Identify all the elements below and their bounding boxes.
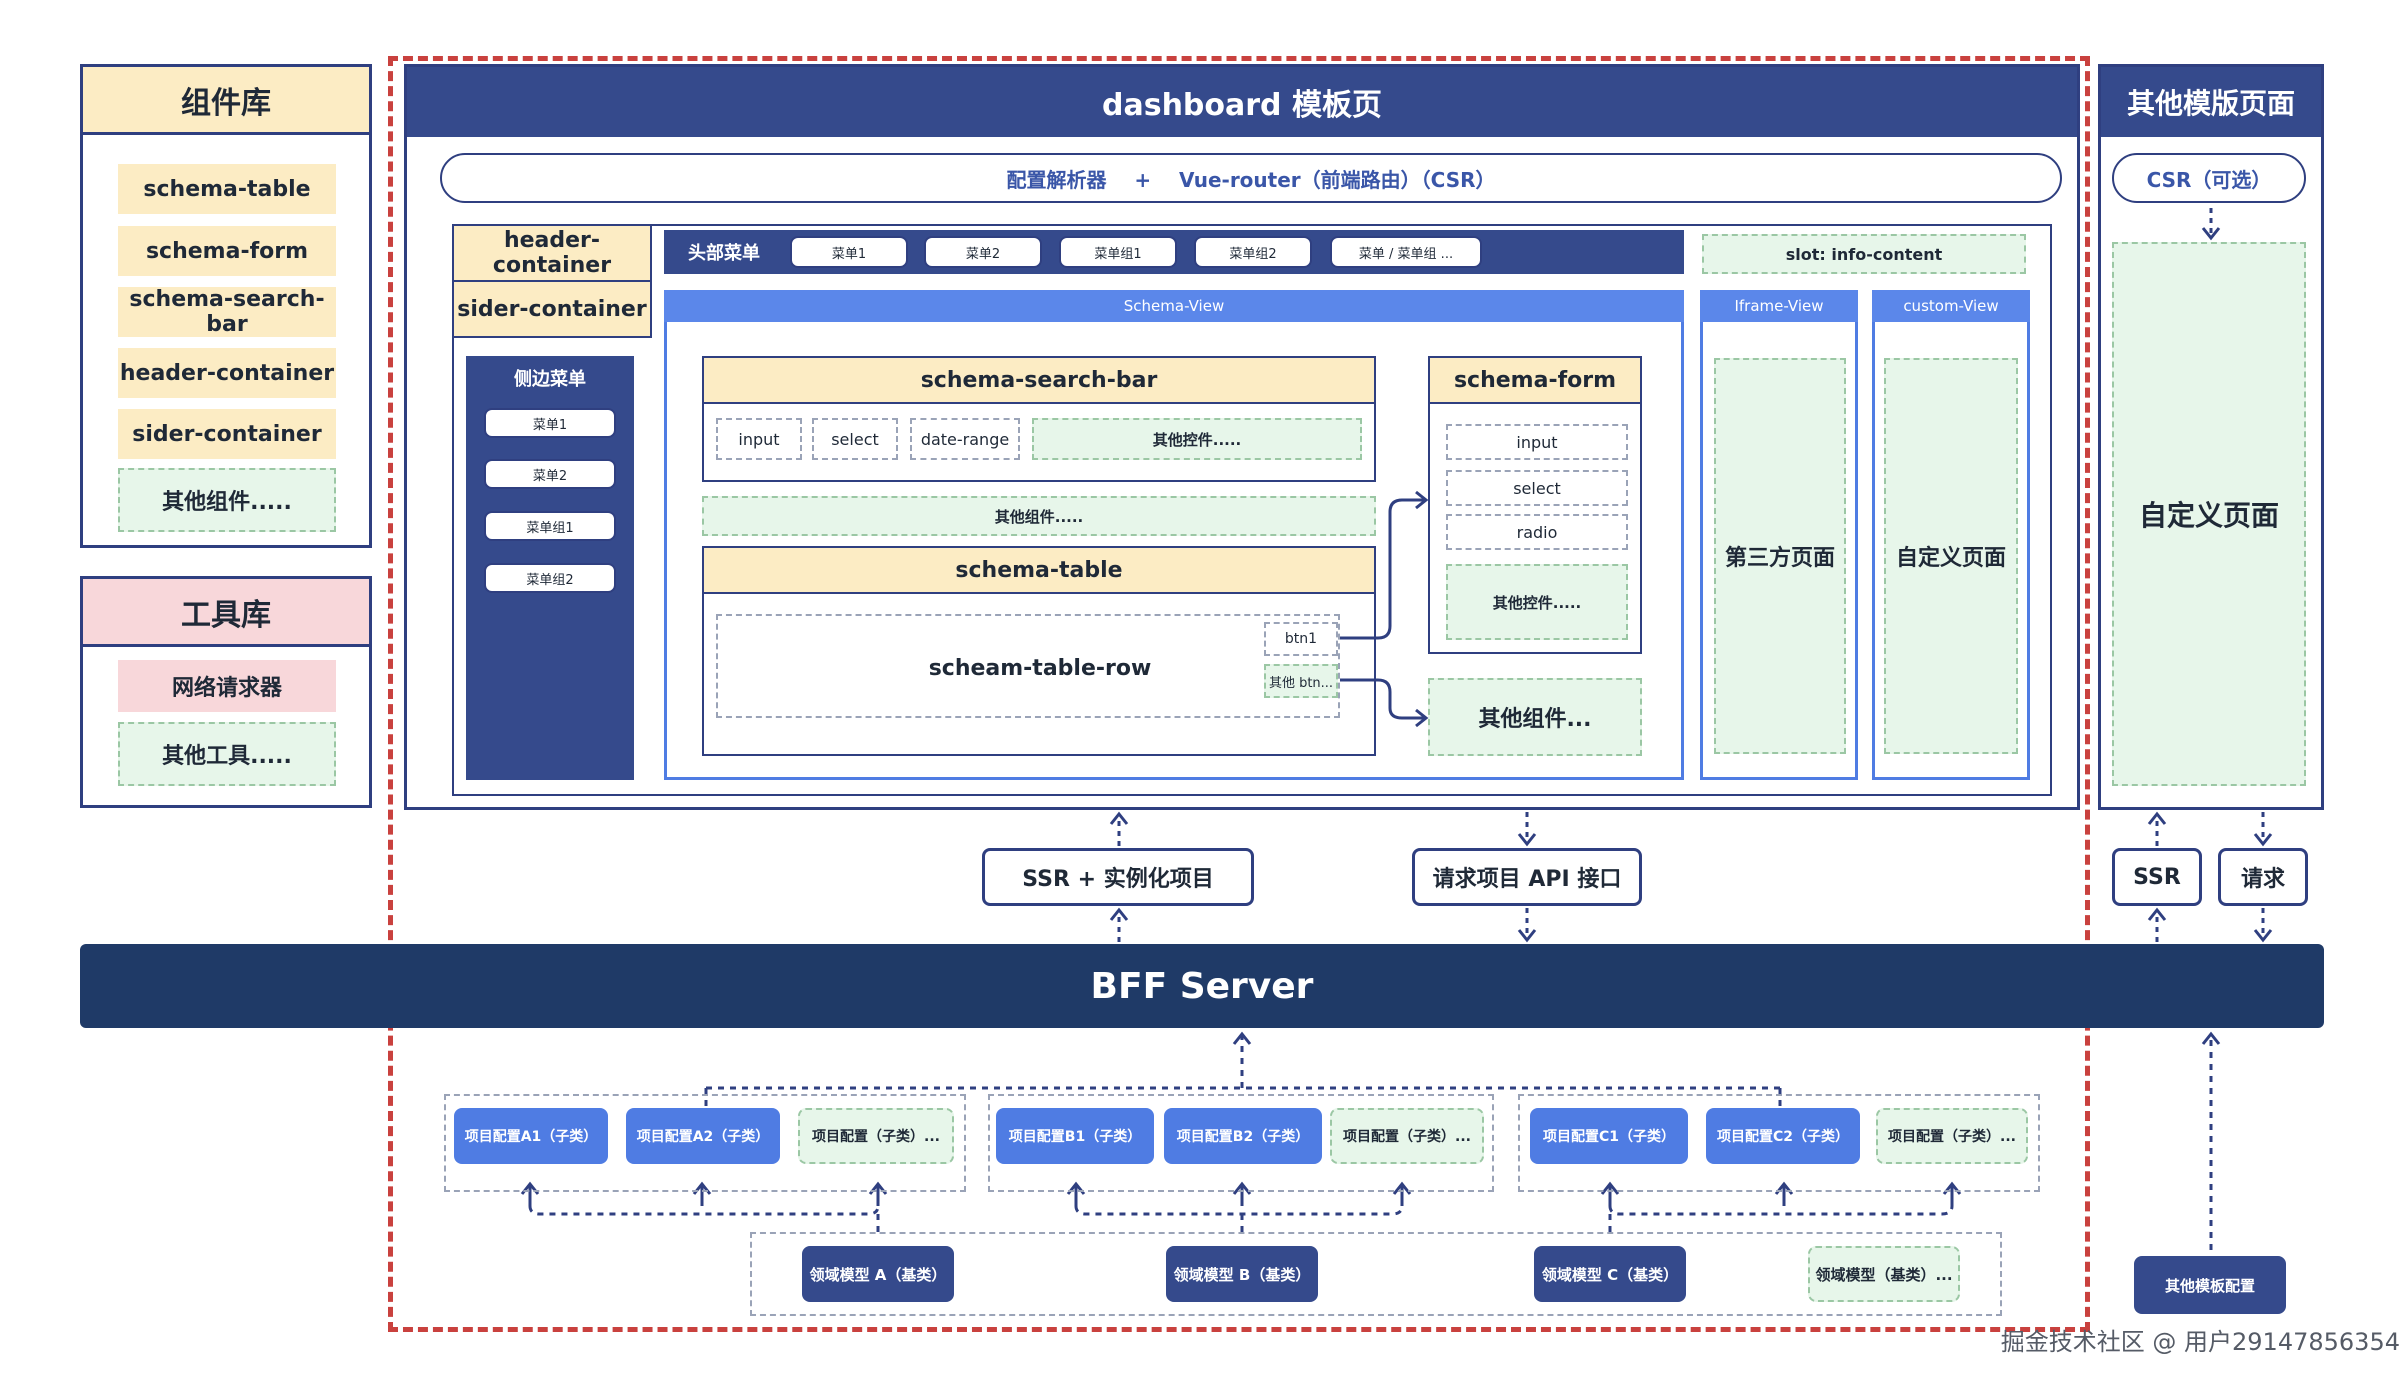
bff-server-bar: BFF Server <box>80 944 2324 1028</box>
layout-frame <box>452 224 2052 796</box>
ssr-instance-box: SSR + 实例化项目 <box>982 848 1254 906</box>
head-menu-item-2[interactable]: 菜单2 <box>924 236 1042 268</box>
request-box-right: 请求 <box>2218 848 2308 906</box>
project-config-b2: 项目配置B2（子类） <box>1164 1108 1322 1164</box>
form-field-input: input <box>1446 424 1628 460</box>
ssr-right-up-arrow-bottom <box>2147 907 2167 942</box>
schema-search-bar-title: schema-search-bar <box>704 358 1374 404</box>
csr-optional: CSR（可选） <box>2112 153 2306 203</box>
tool-item-other: 其他工具..... <box>118 722 336 786</box>
header-container-label: header-container <box>454 226 652 282</box>
ssr-up-arrow-bottom <box>1109 907 1129 942</box>
head-menu-group-2[interactable]: 菜单组2 <box>1194 236 1312 268</box>
project-config-c1: 项目配置C1（子类） <box>1530 1108 1688 1164</box>
project-group-a-frame <box>444 1094 966 1192</box>
form-field-radio: radio <box>1446 514 1628 550</box>
side-menu-group-2[interactable]: 菜单组2 <box>484 563 616 593</box>
lib-item-header-container: header-container <box>118 348 336 398</box>
api-request-box: 请求项目 API 接口 <box>1412 848 1642 906</box>
ssr-right-up-arrow-top <box>2147 811 2167 846</box>
table-btn1[interactable]: btn1 <box>1264 622 1338 656</box>
table-to-form-arrows <box>1340 490 1429 728</box>
other-template-config: 其他模板配置 <box>2134 1256 2286 1314</box>
form-field-select: select <box>1446 470 1628 506</box>
ssr-up-arrow-top <box>1109 811 1129 846</box>
schema-table-title: schema-table <box>704 548 1374 594</box>
ssr-box-right: SSR <box>2112 848 2202 906</box>
slot-info-content: slot: info-content <box>1702 234 2026 274</box>
custom-view-title: custom-View <box>1872 290 2030 322</box>
head-menu-item-1[interactable]: 菜单1 <box>790 236 908 268</box>
search-control-input: input <box>716 418 802 460</box>
search-control-other: 其他控件..... <box>1032 418 1362 460</box>
project-group-c-frame <box>1518 1094 2040 1192</box>
tool-library-title: 工具库 <box>83 579 369 647</box>
request-down-arrow-bottom <box>2253 908 2273 943</box>
side-menu-item-1[interactable]: 菜单1 <box>484 408 616 438</box>
schema-table-row-box <box>716 614 1340 718</box>
domain-model-c: 领域模型 C（基类） <box>1534 1246 1686 1302</box>
schema-view-title: Schema-View <box>664 290 1684 322</box>
project-config-c2: 项目配置C2（子类） <box>1706 1108 1860 1164</box>
request-down-arrow-top <box>2253 812 2273 847</box>
watermark: 掘金技术社区 @ 用户29147856354 <box>2000 1328 2400 1356</box>
project-config-c-more: 项目配置（子类）... <box>1876 1108 2028 1164</box>
lib-item-schema-table: schema-table <box>118 164 336 214</box>
domain-model-a: 领域模型 A（基类） <box>802 1246 954 1302</box>
other-custom-page: 自定义页面 <box>2112 242 2306 786</box>
search-control-select: select <box>812 418 898 460</box>
project-config-a1: 项目配置A1（子类） <box>454 1108 608 1164</box>
lib-item-other: 其他组件..... <box>118 468 336 532</box>
form-field-other: 其他控件..... <box>1446 564 1628 640</box>
other-template-title: 其他模版页面 <box>2101 67 2321 137</box>
domain-models-frame <box>750 1232 2002 1316</box>
other-components-right: 其他组件... <box>1428 678 1642 756</box>
schema-form-title: schema-form <box>1430 358 1640 404</box>
tool-library-panel <box>80 576 372 808</box>
project-config-a-more: 项目配置（子类）... <box>798 1108 954 1164</box>
lib-item-schema-form: schema-form <box>118 226 336 276</box>
other-template-panel <box>2098 64 2324 810</box>
custom-page: 自定义页面 <box>1884 358 2018 754</box>
api-down-arrow-top <box>1517 812 1537 847</box>
config-parser-bar: 配置解析器 + Vue-router（前端路由）（CSR） <box>440 153 2062 203</box>
side-menu-group-1[interactable]: 菜单组1 <box>484 511 616 541</box>
lib-item-sider-container: sider-container <box>118 409 336 459</box>
dashboard-panel <box>404 64 2080 810</box>
iframe-view-title: Iframe-View <box>1700 290 1858 322</box>
config-parser-text: 配置解析器 + Vue-router（前端路由）（CSR） <box>1006 167 1496 192</box>
component-library-panel <box>80 64 372 548</box>
schema-table-row-label: scheam-table-row <box>928 655 1152 681</box>
search-control-date-range: date-range <box>910 418 1020 460</box>
project-config-b-more: 项目配置（子类）... <box>1330 1108 1484 1164</box>
domain-model-b: 领域模型 B（基类） <box>1166 1246 1318 1302</box>
dashboard-title: dashboard 模板页 <box>407 67 2077 137</box>
side-menu-title: 侧边菜单 <box>514 369 586 390</box>
api-down-arrow-bottom <box>1517 908 1537 943</box>
project-config-a2: 项目配置A2（子类） <box>626 1108 780 1164</box>
dashboard-scope-frame <box>388 56 2090 1332</box>
other-components-mid: 其他组件..... <box>702 496 1376 536</box>
lib-item-schema-search-bar: schema-search-bar <box>118 287 336 337</box>
tool-item-network: 网络请求器 <box>118 660 336 712</box>
head-menu-item-more[interactable]: 菜单 / 菜单组 ... <box>1330 236 1482 268</box>
head-menu-group-1[interactable]: 菜单组1 <box>1059 236 1177 268</box>
other-config-up-arrow <box>2201 1031 2221 1250</box>
third-party-page: 第三方页面 <box>1714 358 1846 754</box>
head-menu-title: 头部菜单 <box>688 243 760 264</box>
component-library-title: 组件库 <box>83 67 369 135</box>
side-menu-item-2[interactable]: 菜单2 <box>484 459 616 489</box>
csr-down-arrow <box>2201 208 2221 241</box>
domain-model-more: 领域模型（基类）... <box>1808 1246 1960 1302</box>
project-group-b-frame <box>988 1094 1494 1192</box>
sider-container-label: sider-container <box>454 282 652 338</box>
table-btn-other[interactable]: 其他 btn... <box>1264 664 1338 698</box>
project-config-b1: 项目配置B1（子类） <box>996 1108 1154 1164</box>
